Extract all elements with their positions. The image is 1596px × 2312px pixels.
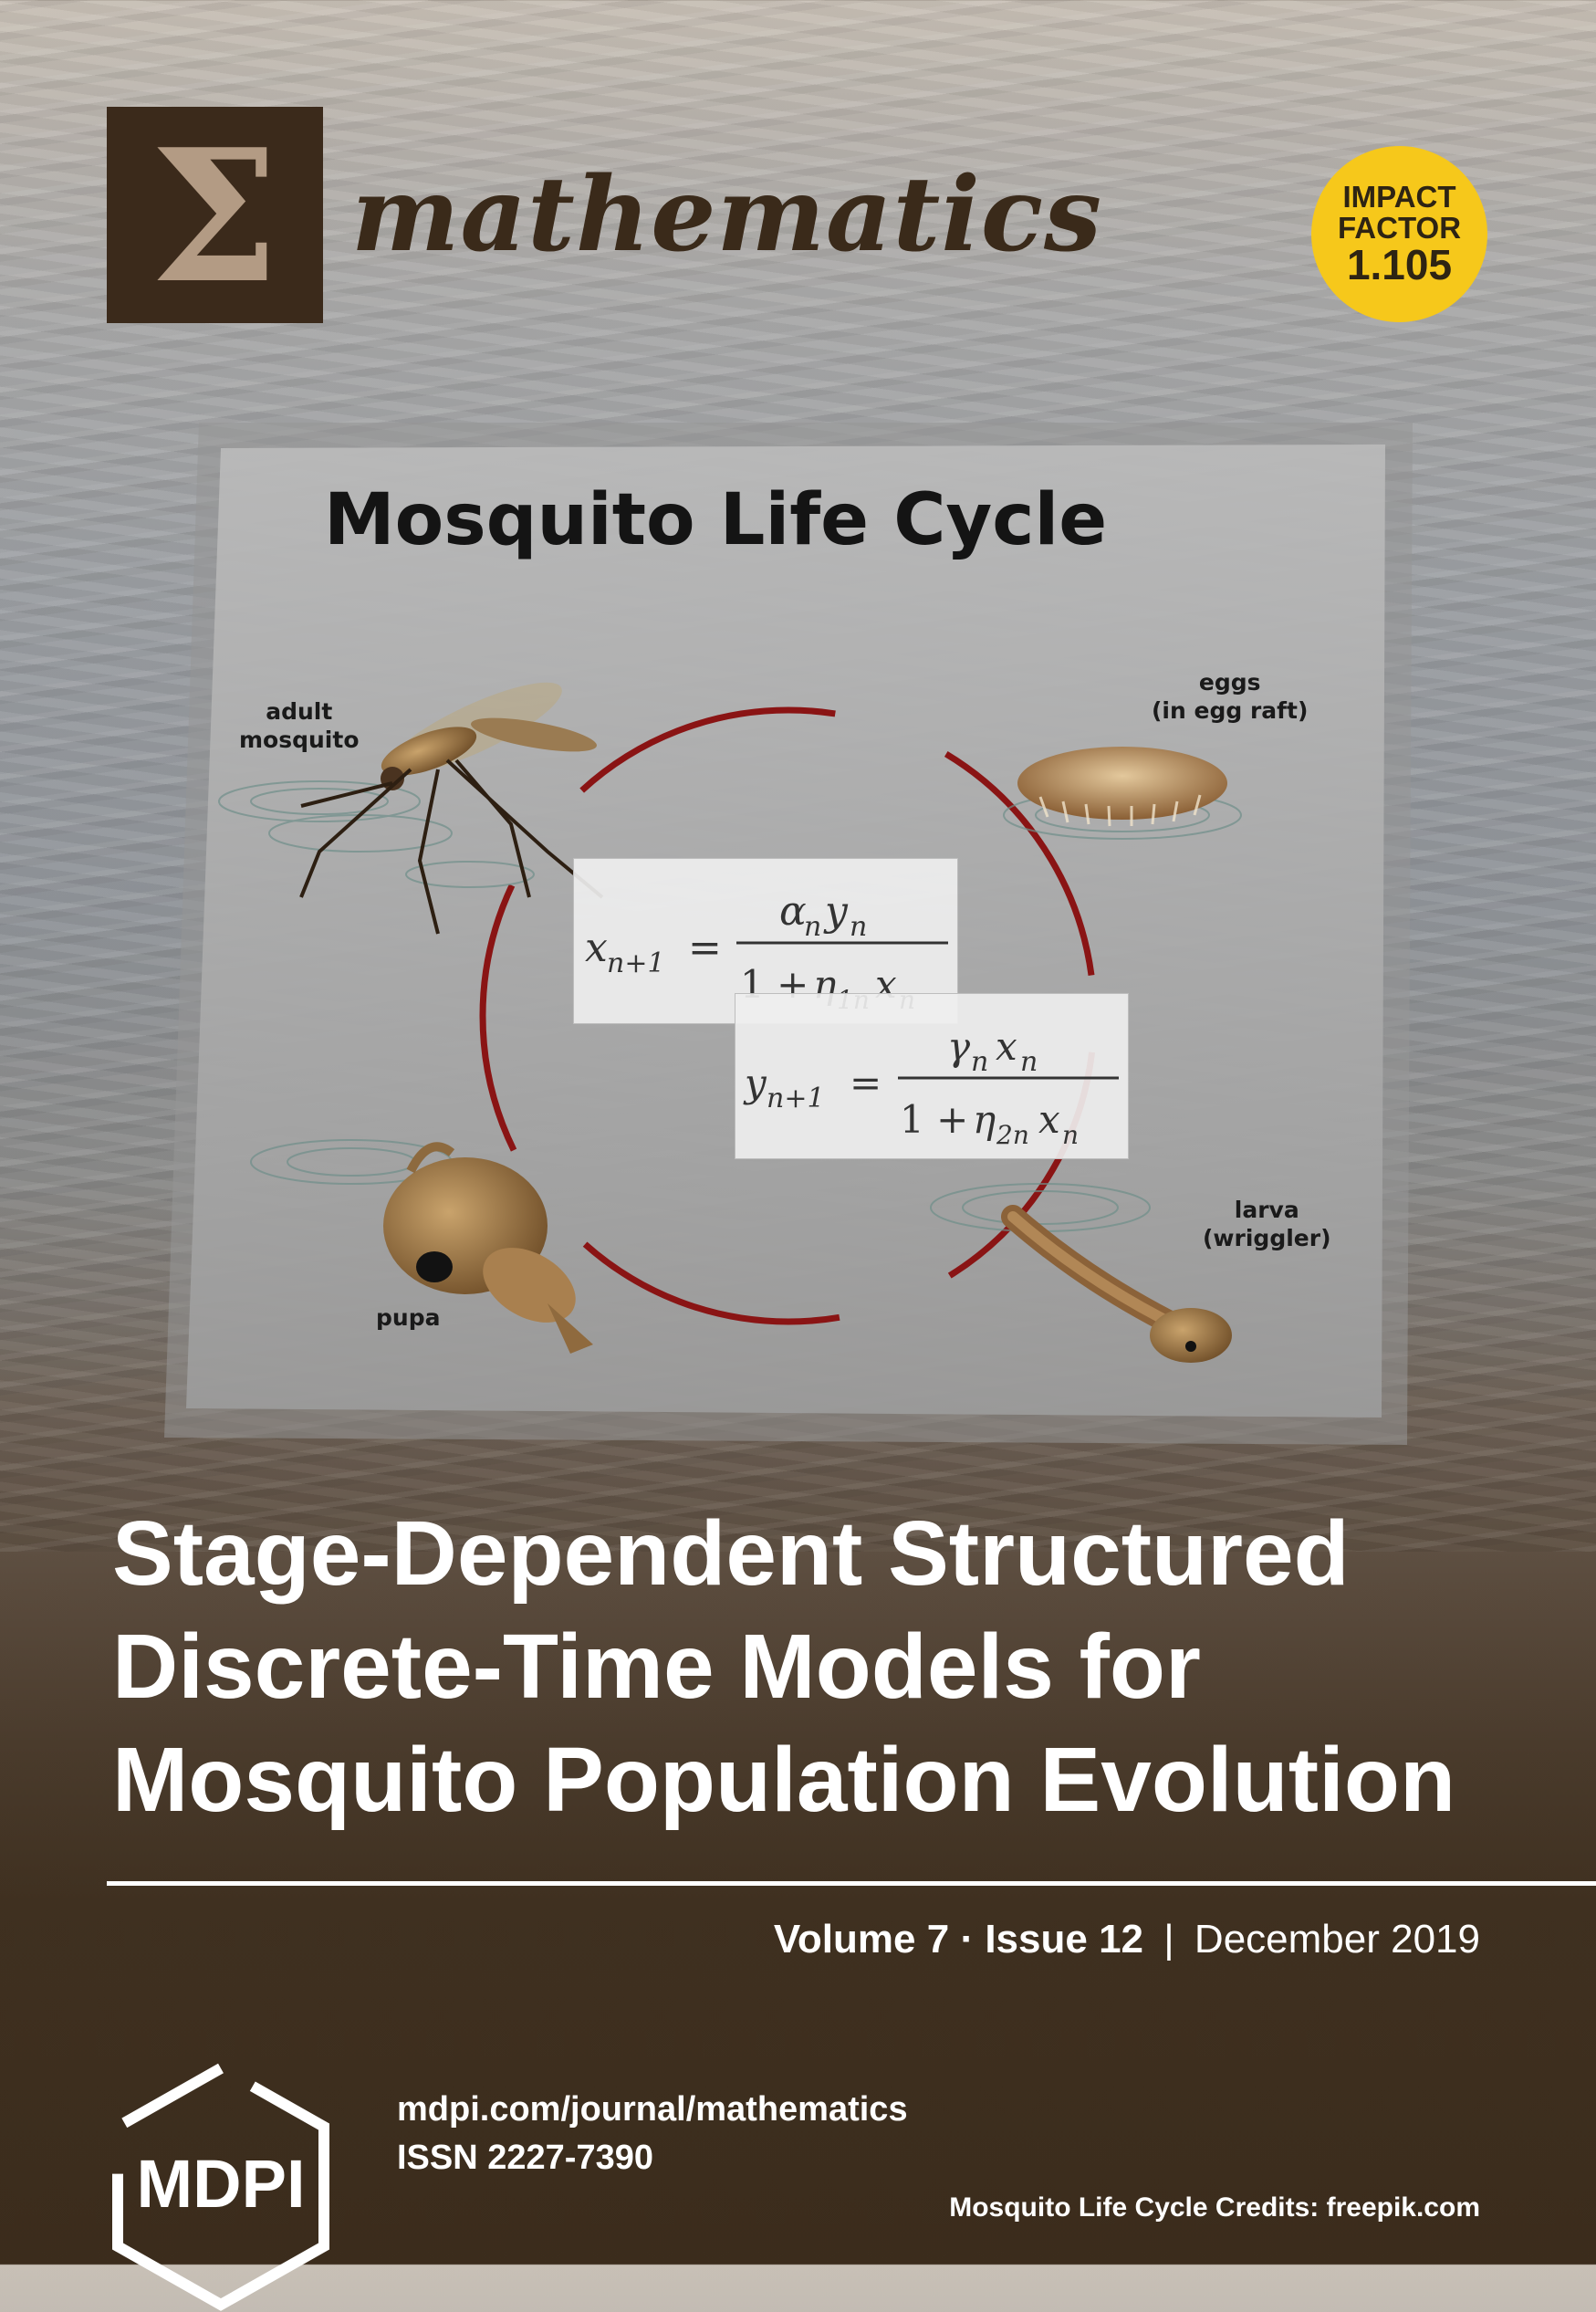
svg-text:x: x [585,925,608,971]
svg-text:Σ: Σ [150,110,278,323]
issue-dot: · [960,1917,975,1962]
journal-title: mathematics [351,155,1103,275]
mdpi-logo: MDPI [112,2062,329,2311]
journal-url-link[interactable]: mdpi.com/journal/mathematics [397,2090,908,2129]
egg-raft-icon [1017,747,1227,827]
issn-number: ISSN 2227-7390 [397,2139,653,2177]
stage-label-adult: adult mosquito [239,698,360,754]
svg-text:=: = [850,1061,881,1105]
issue-separator: | [1163,1917,1174,1962]
issue-date: December 2019 [1194,1917,1480,1962]
svg-text:n: n [804,911,821,943]
stage-label-eggs: eggs (in egg raft) [1152,669,1309,725]
svg-text:MDPI: MDPI [137,2146,306,2222]
impact-factor-value: 1.105 [1346,240,1453,288]
svg-text:x: x [996,1024,1017,1069]
svg-text:n: n [1062,1120,1079,1150]
svg-text:=: = [688,925,722,971]
volume-label: Volume 7 [773,1917,950,1962]
journal-logo-box: Σ [107,107,323,324]
svg-text:n+1: n+1 [607,947,665,979]
article-title-line-3: Mosquito Population Evolution [112,1729,1456,1831]
svg-text:2n: 2n [996,1120,1029,1150]
larva-icon [1001,1205,1232,1363]
impact-label-line1: IMPACT [1342,180,1456,214]
equation-y-formula: y n+1 = γ n x n 1 + η 2n x n [743,1024,1119,1150]
article-title: Stage-Dependent Structured Discrete-Time… [112,1497,1536,1836]
svg-text:γ: γ [947,1024,971,1069]
impact-factor-badge: IMPACT FACTOR 1.105 [1311,146,1487,322]
svg-text:η: η [973,1097,996,1142]
svg-text:n+1: n+1 [767,1083,825,1114]
impact-label-line2: FACTOR [1337,211,1462,246]
poster-title: Mosquito Life Cycle [324,479,1108,561]
image-credits: Mosquito Life Cycle Credits: freepik.com [949,2192,1480,2223]
svg-text:n: n [971,1046,988,1078]
svg-text:α: α [779,888,807,935]
life-cycle-ring [479,706,1098,1325]
issue-label: Issue 12 [985,1917,1144,1962]
issue-info: Volume 7 · Issue 12 | December 2019 [774,1917,1480,1962]
pupa-icon [383,1142,593,1354]
svg-text:n: n [850,911,867,943]
article-title-line-2: Discrete-Time Models for [112,1616,1201,1718]
sigma-icon: Σ [150,110,278,324]
stage-label-larva: larva (wriggler) [1203,1197,1331,1252]
divider-rule [107,1881,1596,1886]
equation-y: y n+1 = γ n x n 1 + η 2n x n [735,993,1129,1159]
svg-text:n: n [1020,1046,1038,1078]
svg-text:y: y [823,888,849,935]
svg-text:1 +: 1 + [900,1097,968,1142]
svg-text:x: x [1038,1097,1060,1142]
svg-text:y: y [743,1061,767,1105]
stage-label-pupa: pupa [376,1304,441,1331]
adult-mosquito-icon [299,682,604,935]
article-title-line-1: Stage-Dependent Structured [112,1502,1350,1605]
